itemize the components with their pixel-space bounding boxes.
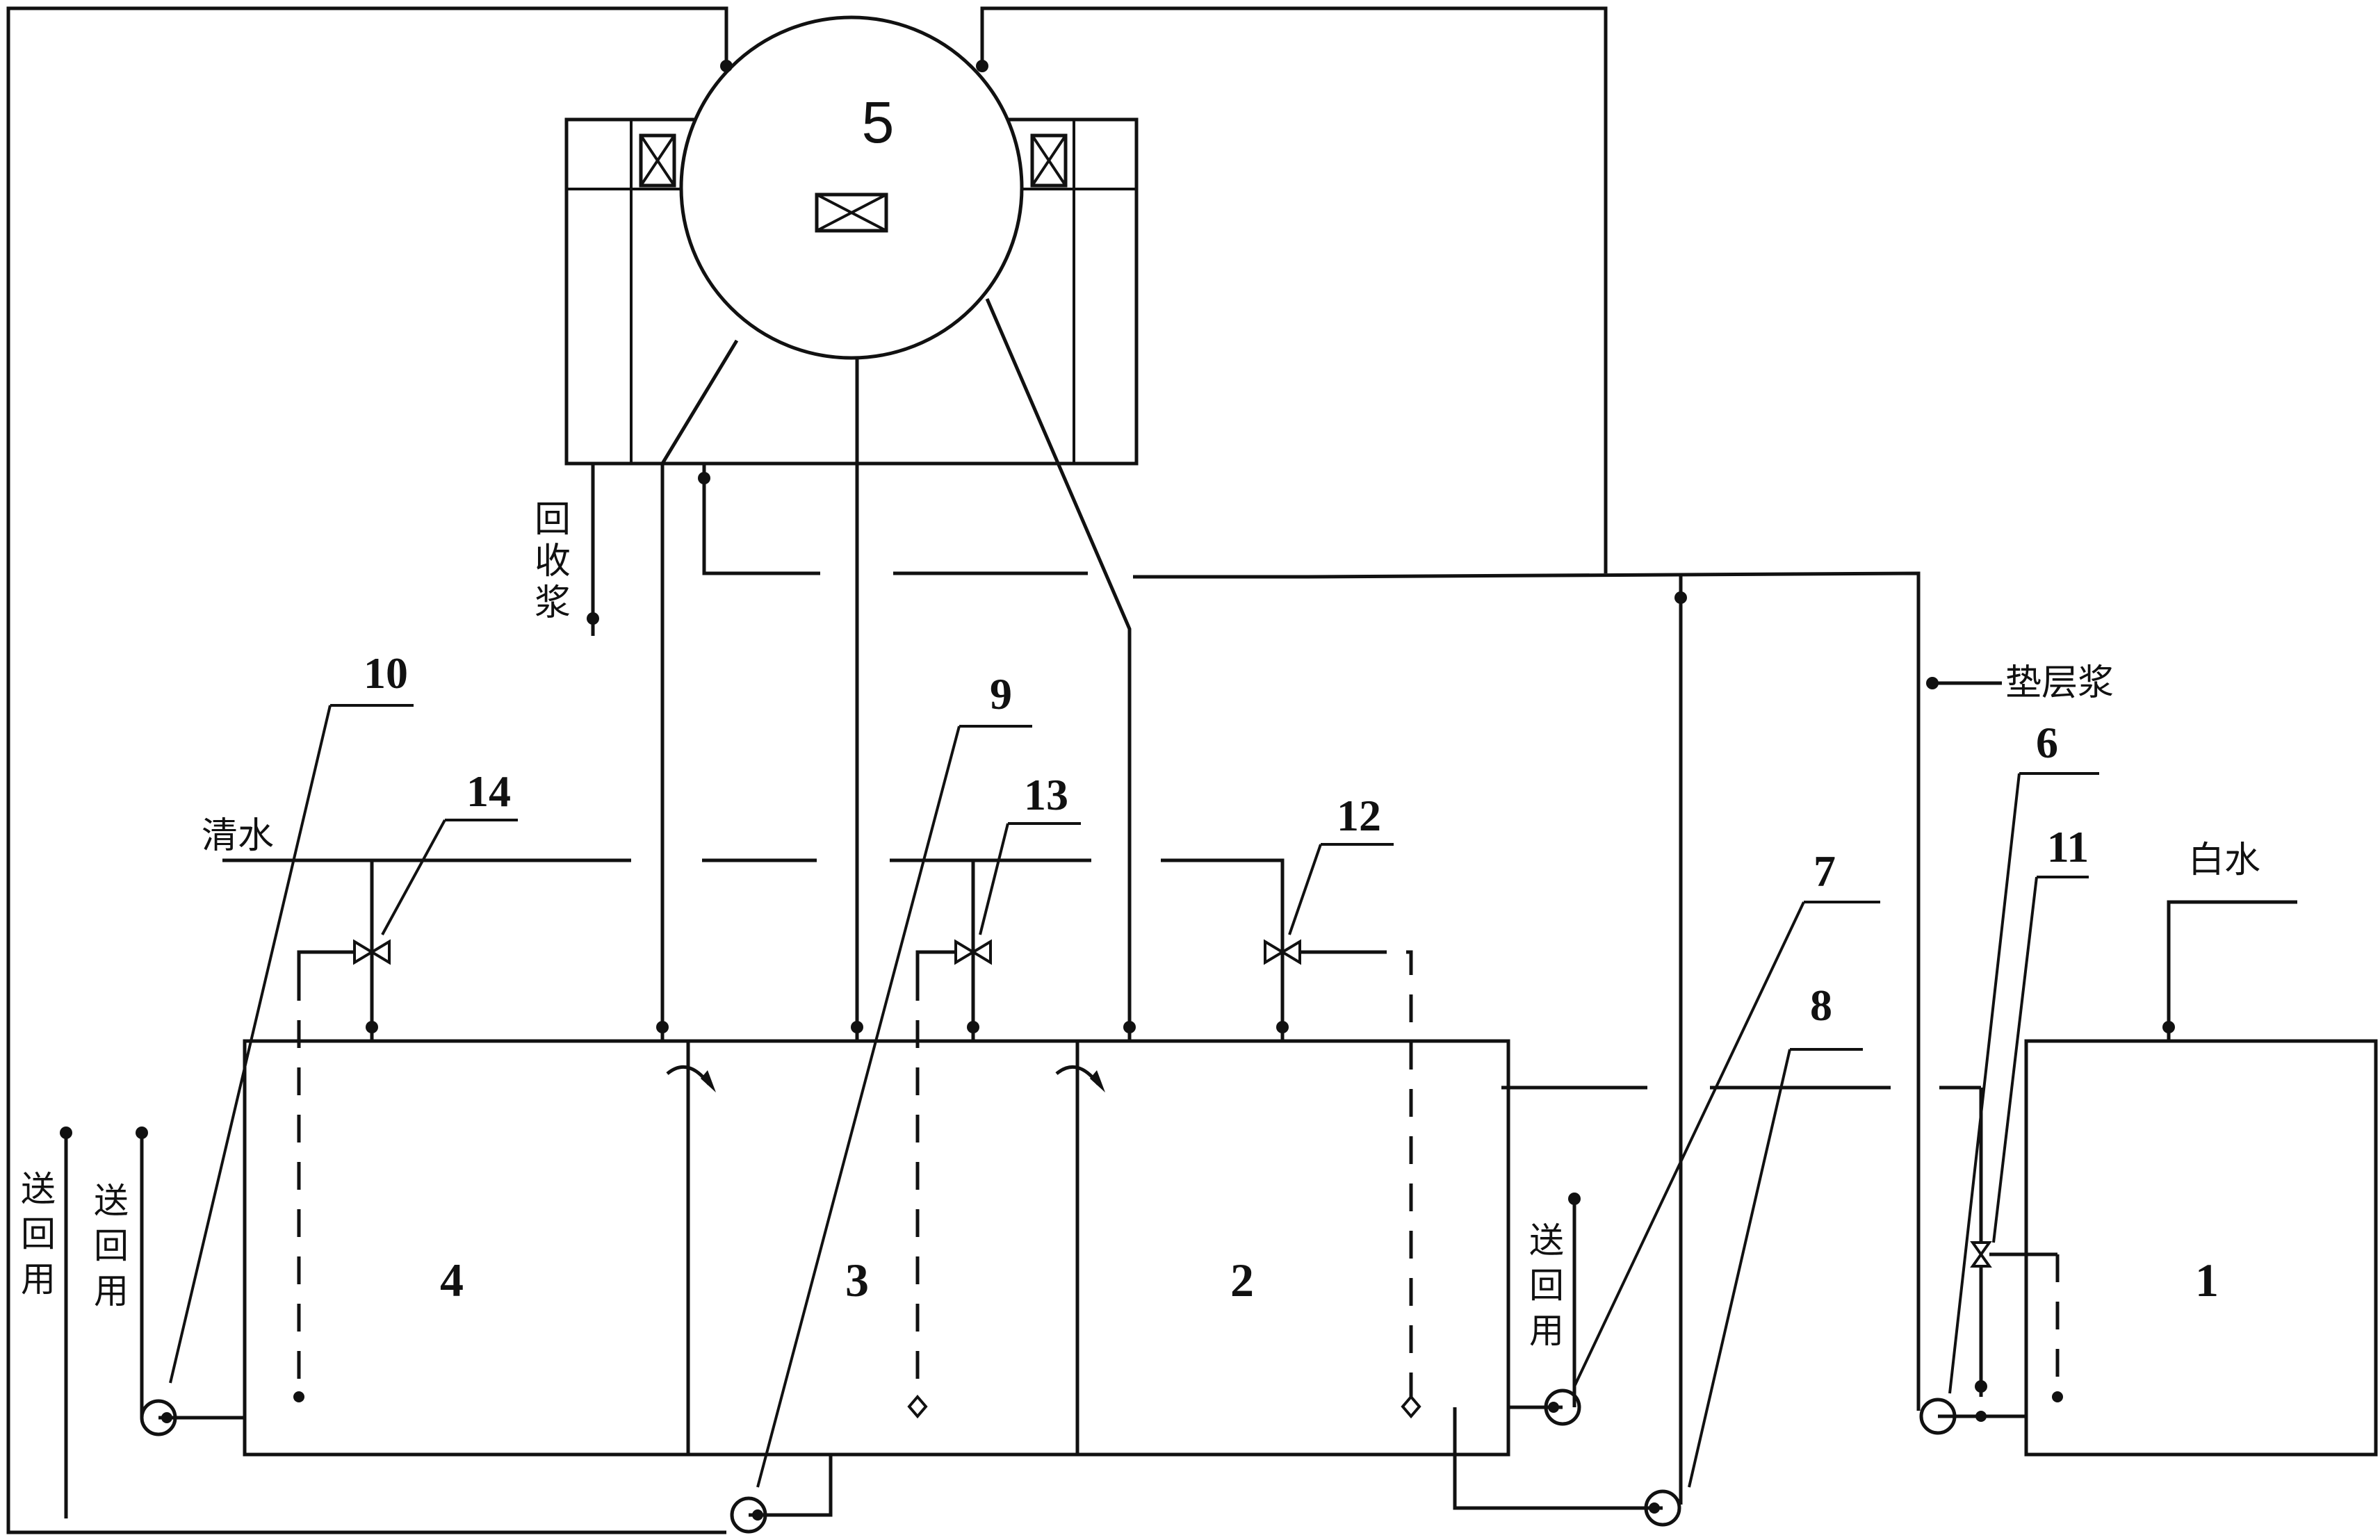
cylinder-5 [679, 15, 1024, 360]
tanks: 4 3 2 1 [243, 1039, 2378, 1457]
valve-12 [1264, 939, 1285, 965]
send-return-b-1: 送 [94, 1181, 129, 1221]
tank-3-label: 3 [845, 1254, 869, 1306]
cylinder-machine: 5 [564, 15, 1139, 466]
send-return-c-1: 送 [1529, 1220, 1564, 1261]
callout-11: 11 [2047, 822, 2089, 871]
send-return-b-2: 回 [94, 1226, 129, 1266]
recovered-pulp-char-1: 回 [535, 499, 571, 541]
callout-10: 10 [364, 648, 408, 698]
recovered-pulp-char-3: 浆 [535, 582, 571, 624]
send-return-c-3: 用 [1529, 1311, 1564, 1351]
white-water-feed: 白水 [2162, 839, 2297, 1041]
valve-11 [1970, 1241, 1992, 1257]
main-tank-block [243, 1039, 1510, 1457]
cylinder-to-tank-pipes [656, 298, 1136, 1041]
tank-1 [2024, 1039, 2378, 1457]
callout-7: 7 [1813, 846, 1836, 896]
pumps [60, 1127, 2026, 1534]
tank-4-label: 4 [440, 1254, 464, 1306]
tank-1-label: 1 [2195, 1254, 2219, 1306]
callout-14: 14 [466, 767, 511, 816]
tank2-to-tank1-line [1501, 1086, 2063, 1402]
callout-13: 13 [1024, 770, 1068, 819]
callout-8: 8 [1810, 981, 1832, 1030]
tank-2-label: 2 [1230, 1254, 1254, 1306]
clear-water-label: 清水 [202, 815, 274, 857]
callout-6: 6 [2036, 718, 2058, 767]
send-return-a-2: 回 [21, 1214, 56, 1254]
callout-12: 12 [1337, 791, 1381, 840]
callout-9: 9 [990, 669, 1012, 719]
send-return-a-3: 用 [21, 1259, 56, 1300]
recovered-pulp-char-2: 收 [535, 541, 571, 582]
send-return-b-3: 用 [94, 1271, 129, 1311]
underlayer-pulp-label: 垫层浆 [2005, 662, 2114, 704]
return-loop-pipes: 垫层浆 [6, 6, 2114, 1534]
callouts: 10 9 14 13 12 7 8 6 11 [169, 648, 2099, 1488]
white-water-label: 白水 [2188, 839, 2260, 881]
cylinder-label: 5 [862, 90, 895, 155]
recovered-pulp-outlet: 回 收 浆 [535, 464, 599, 636]
clear-water-header: 清水 [202, 815, 1421, 1419]
send-return-labels: 送 回 用 送 回 用 送 回 用 [21, 1169, 1564, 1351]
send-return-a-1: 送 [21, 1169, 56, 1209]
send-return-c-2: 回 [1529, 1265, 1564, 1306]
